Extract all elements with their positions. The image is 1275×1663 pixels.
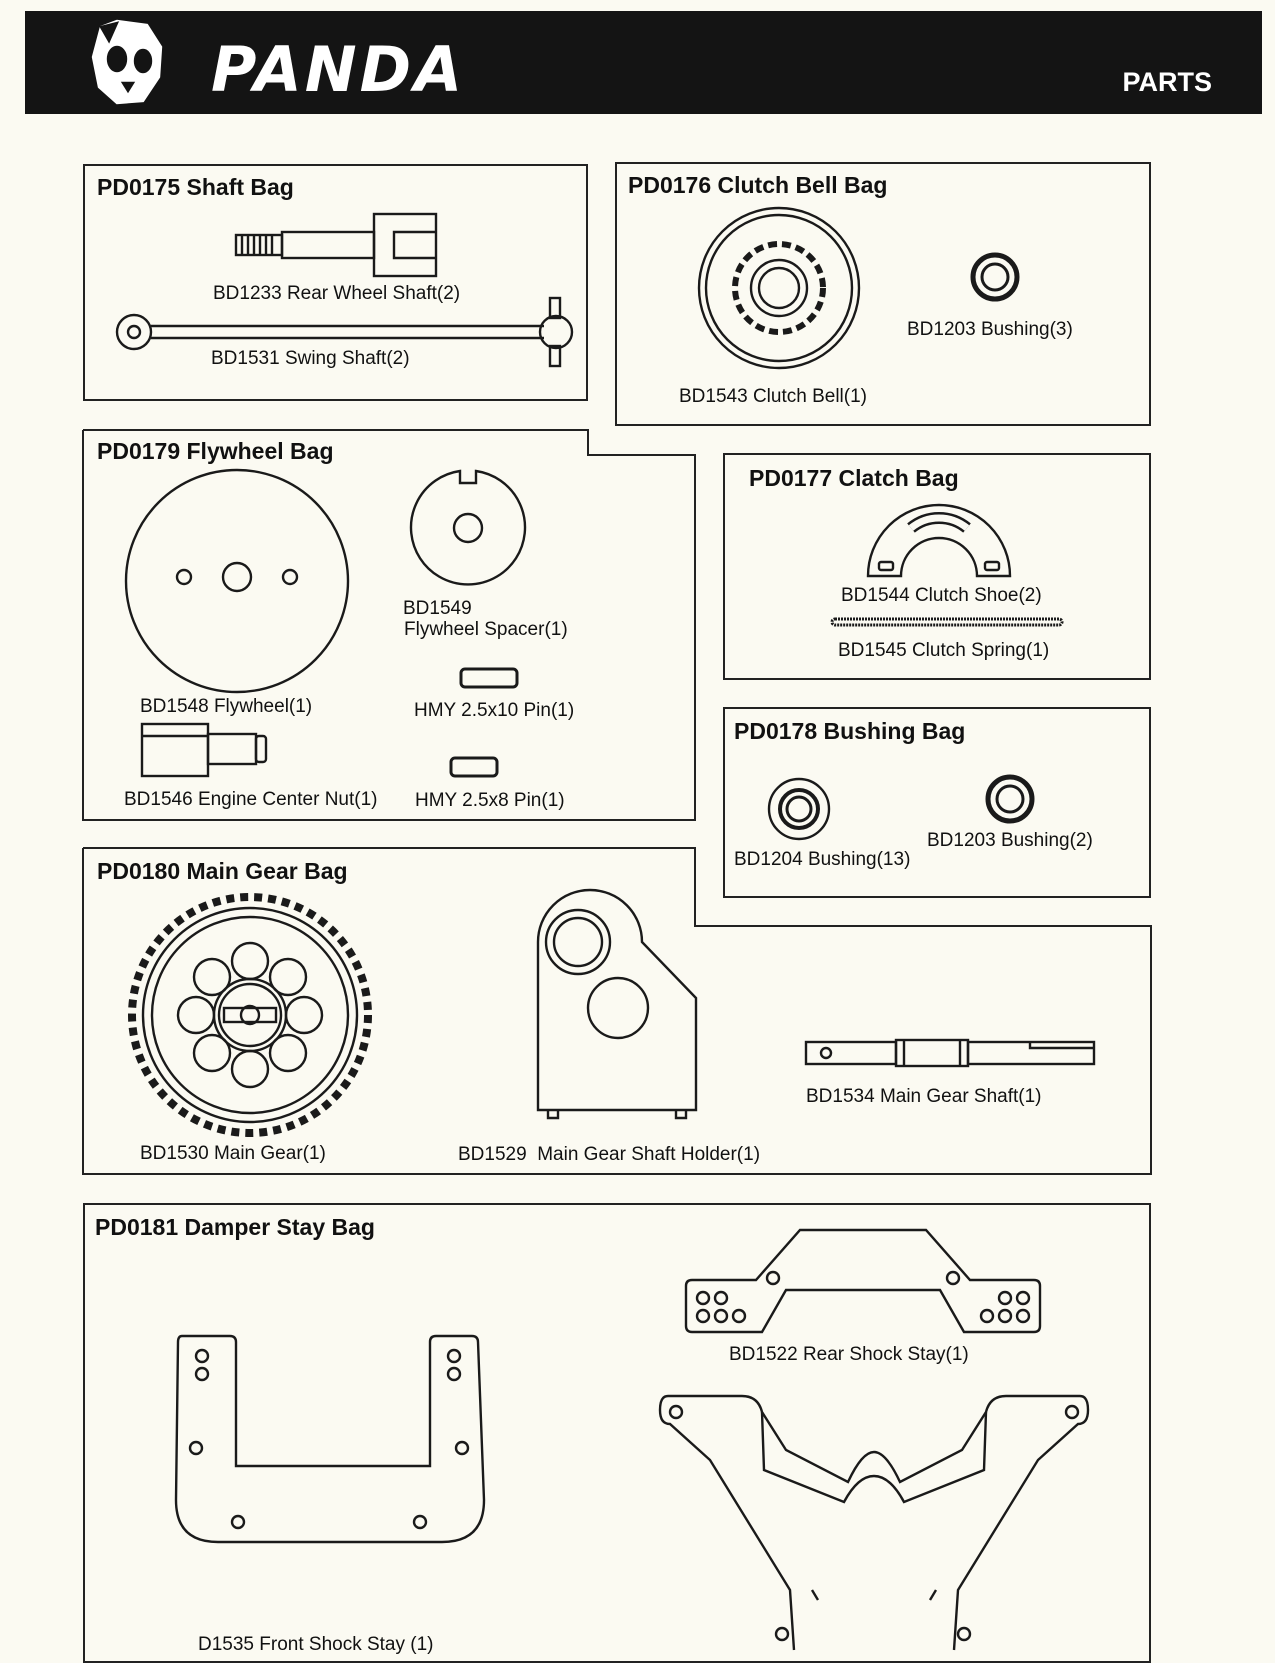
clutch-bell-bag-title: PD0176 Clutch Bell Bag <box>628 172 888 198</box>
pin-2-5x8-label: HMY 2.5x8 Pin(1) <box>415 790 565 811</box>
clutch-bell-label: BD1543 Clutch Bell(1) <box>679 386 867 407</box>
engine-center-nut-drawing <box>140 722 268 778</box>
clutch-bell-bag-box <box>615 162 1151 426</box>
clatch-bag-title: PD0177 Clatch Bag <box>749 465 959 491</box>
clutch-spring-label: BD1545 Clutch Spring(1) <box>838 640 1050 661</box>
main-gear-label: BD1530 Main Gear(1) <box>140 1143 326 1164</box>
rear-shock-stay-label: BD1522 Rear Shock Stay(1) <box>729 1344 969 1365</box>
clutch-shoe-drawing <box>866 503 1012 578</box>
section-title: PARTS <box>1122 67 1212 97</box>
flywheel-drawing <box>124 468 350 694</box>
brand-logo-text: PANDA <box>211 33 466 106</box>
flywheel-spacer-part-number: BD1549 <box>403 598 472 619</box>
flywheel-bag-title: PD0179 Flywheel Bag <box>97 438 334 464</box>
shaft-bag-title: PD0175 Shaft Bag <box>97 174 294 200</box>
pin-2-5x10-label: HMY 2.5x10 Pin(1) <box>414 700 575 721</box>
flywheel-spacer-drawing <box>409 469 527 586</box>
pin-2-5x8-drawing <box>449 756 499 778</box>
clutch-bell-drawing <box>697 206 861 370</box>
bushing-small-drawing <box>970 252 1020 302</box>
bushing-3-label: BD1203 Bushing(3) <box>907 319 1073 340</box>
main-gear-bag-title: PD0180 Main Gear Bag <box>97 858 348 884</box>
bushing-bag-box <box>723 707 1151 898</box>
main-gear-shaft-holder-label: BD1529 Main Gear Shaft Holder(1) <box>458 1144 761 1165</box>
engine-center-nut-label: BD1546 Engine Center Nut(1) <box>124 789 378 810</box>
damper-stay-bag-title: PD0181 Damper Stay Bag <box>95 1214 375 1240</box>
rear-shock-stay-drawing <box>684 1228 1042 1334</box>
rear-wheel-shaft-drawing <box>234 212 438 278</box>
damper-stay-partial-drawing <box>658 1394 1090 1651</box>
bushing-2-label: BD1203 Bushing(2) <box>927 830 1093 851</box>
main-gear-shaft-holder-drawing <box>536 888 698 1120</box>
main-gear-drawing <box>128 893 372 1137</box>
pin-2-5x10-drawing <box>459 667 519 689</box>
bushing-bag-title: PD0178 Bushing Bag <box>734 718 966 744</box>
front-shock-stay-label: D1535 Front Shock Stay (1) <box>198 1634 434 1655</box>
shaft-bag-box <box>83 164 588 401</box>
clatch-bag-box <box>723 453 1151 680</box>
main-gear-shaft-drawing <box>804 1038 1096 1068</box>
bushing-13-label: BD1204 Bushing(13) <box>734 849 911 870</box>
clutch-spring-drawing <box>830 617 1064 627</box>
flywheel-spacer-label: Flywheel Spacer(1) <box>404 619 568 640</box>
bushing-large-drawing <box>767 777 831 841</box>
flywheel-label: BD1548 Flywheel(1) <box>140 696 313 717</box>
main-gear-shaft-label: BD1534 Main Gear Shaft(1) <box>806 1086 1042 1107</box>
panda-logo-icon <box>91 19 163 105</box>
bushing-medium-drawing <box>985 774 1035 824</box>
rear-wheel-shaft-label: BD1233 Rear Wheel Shaft(2) <box>213 283 461 304</box>
swing-shaft-drawing <box>115 296 574 368</box>
clutch-shoe-label: BD1544 Clutch Shoe(2) <box>841 585 1042 606</box>
front-shock-stay-drawing <box>174 1334 486 1544</box>
page-header: PANDA PARTS <box>25 11 1262 114</box>
swing-shaft-label: BD1531 Swing Shaft(2) <box>211 348 410 369</box>
